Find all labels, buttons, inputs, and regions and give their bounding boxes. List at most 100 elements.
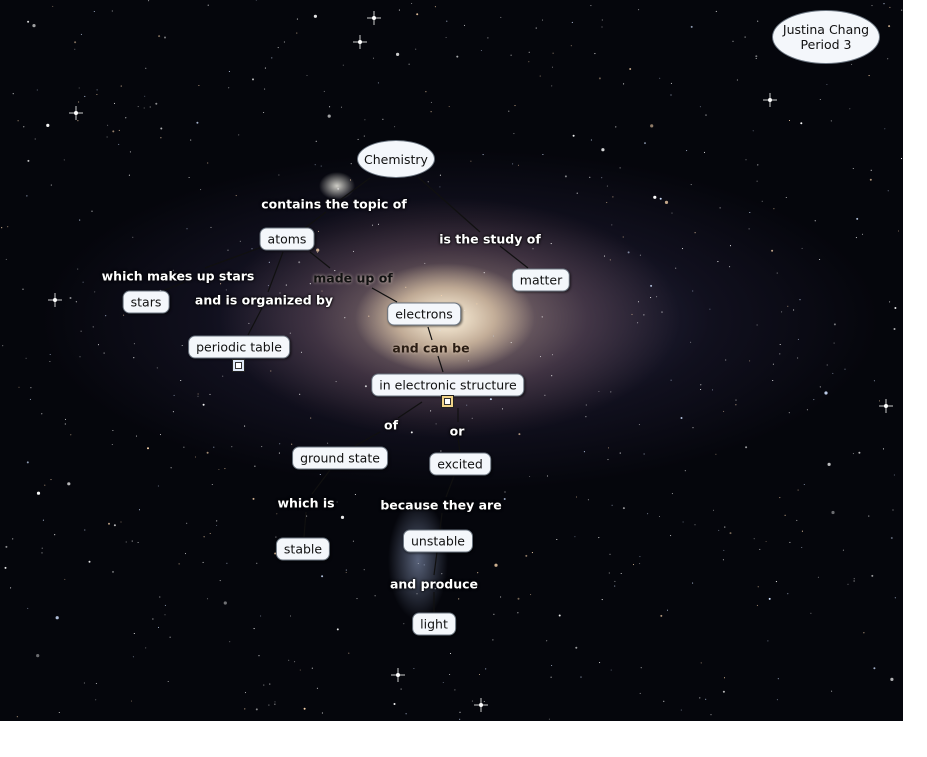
star <box>220 283 222 285</box>
star <box>123 314 125 316</box>
star <box>32 24 36 28</box>
star <box>671 493 673 495</box>
concept-periodic-table[interactable]: periodic table <box>188 335 290 359</box>
link-line <box>247 307 263 336</box>
document-icon[interactable] <box>232 359 245 372</box>
concept-excited[interactable]: excited <box>429 452 491 476</box>
star <box>749 211 751 214</box>
concept-electrons[interactable]: electrons <box>387 302 461 326</box>
star <box>164 604 166 606</box>
star <box>17 120 19 122</box>
star <box>340 515 345 520</box>
star <box>77 268 79 270</box>
link-contains-topic[interactable]: contains the topic of <box>261 196 407 212</box>
star <box>745 159 747 161</box>
link-which-is[interactable]: which is <box>277 495 335 511</box>
concept-chemistry[interactable]: Chemistry <box>357 140 435 178</box>
star <box>622 507 625 510</box>
concept-stable[interactable]: stable <box>275 537 331 561</box>
star <box>598 537 600 539</box>
star <box>500 596 502 598</box>
concept-unstable[interactable]: unstable <box>402 529 474 553</box>
star <box>137 541 139 544</box>
star <box>27 607 29 609</box>
concept-stars[interactable]: stars <box>122 290 170 314</box>
star <box>776 699 778 701</box>
star <box>640 667 642 669</box>
star <box>755 55 758 58</box>
star <box>632 564 635 566</box>
star <box>235 195 237 197</box>
star <box>213 446 215 448</box>
star <box>70 434 72 436</box>
star <box>299 393 301 395</box>
star <box>500 16 502 18</box>
star <box>784 514 786 516</box>
star <box>844 368 846 370</box>
star <box>155 102 158 105</box>
star <box>647 513 649 515</box>
image-icon[interactable] <box>441 395 454 408</box>
link-line <box>159 281 186 293</box>
star <box>890 537 893 539</box>
star <box>321 575 324 578</box>
star <box>638 9 640 11</box>
concept-matter[interactable]: matter <box>511 268 571 292</box>
star <box>133 632 135 635</box>
link-organized-by[interactable]: and is organized by <box>194 292 334 308</box>
bright-star <box>763 93 777 107</box>
link-can-be[interactable]: and can be <box>392 340 470 356</box>
concept-light[interactable]: light <box>412 612 456 636</box>
star <box>656 296 658 298</box>
star <box>797 338 799 340</box>
star <box>270 370 272 372</box>
star <box>546 640 548 642</box>
star <box>575 646 578 649</box>
star <box>396 52 400 57</box>
star <box>610 669 612 671</box>
star <box>482 154 484 156</box>
link-because[interactable]: because they are <box>380 497 502 513</box>
star <box>663 700 665 702</box>
star <box>29 398 31 400</box>
star <box>558 614 561 617</box>
star <box>806 409 808 411</box>
star <box>601 599 603 601</box>
star <box>901 9 903 11</box>
link-of[interactable]: of <box>383 417 399 433</box>
star <box>897 230 900 232</box>
star <box>546 475 549 477</box>
star <box>263 111 265 114</box>
star <box>274 703 276 705</box>
star <box>41 547 43 549</box>
star <box>340 106 343 108</box>
star <box>723 549 725 551</box>
star <box>849 108 851 110</box>
star <box>18 386 20 388</box>
star <box>321 712 323 714</box>
link-or[interactable]: or <box>449 423 465 439</box>
star <box>226 562 228 564</box>
concept-ground-state[interactable]: ground state <box>292 446 388 470</box>
star <box>670 535 672 537</box>
link-makes-up-stars[interactable]: which makes up stars <box>101 268 255 284</box>
star <box>267 285 269 287</box>
link-produce[interactable]: and produce <box>389 576 479 592</box>
star <box>345 571 347 574</box>
star <box>852 453 854 455</box>
star <box>530 594 532 596</box>
concept-electronic-structure[interactable]: in electronic structure <box>371 373 525 397</box>
star <box>23 126 25 128</box>
star <box>471 700 473 702</box>
star <box>311 667 313 669</box>
star <box>79 356 81 358</box>
star <box>869 178 872 181</box>
star <box>118 143 120 145</box>
star <box>211 483 213 486</box>
star <box>643 453 645 455</box>
link-study-of[interactable]: is the study of <box>439 231 541 247</box>
star <box>80 33 82 35</box>
concept-atoms[interactable]: atoms <box>259 227 315 251</box>
link-made-up-of[interactable]: made up of <box>313 270 393 286</box>
author-badge[interactable]: Justina Chang Period 3 <box>772 10 880 64</box>
